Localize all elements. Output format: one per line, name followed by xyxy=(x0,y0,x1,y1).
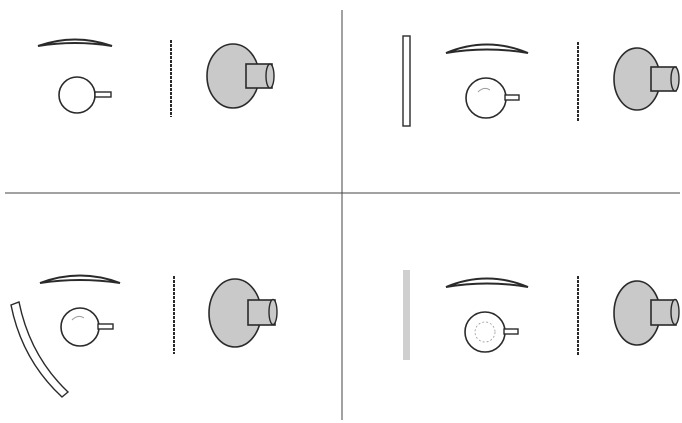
curved-screen xyxy=(11,302,68,397)
panel-top-right xyxy=(403,36,679,126)
projector-icon xyxy=(207,44,274,108)
panel-bottom-right xyxy=(403,270,679,360)
panel-top-left xyxy=(38,40,274,118)
flat-screen xyxy=(403,36,410,126)
projector-icon xyxy=(614,281,679,345)
lens-arc xyxy=(446,45,528,54)
cup-icon xyxy=(466,78,519,118)
cup-icon xyxy=(59,77,111,113)
lens-arc xyxy=(446,279,528,288)
faint-screen xyxy=(403,270,410,360)
panel-bottom-left xyxy=(11,276,277,398)
projector-icon xyxy=(209,279,277,347)
cup-icon xyxy=(61,308,113,346)
projector-icon xyxy=(614,48,679,110)
lens-arc xyxy=(40,276,120,284)
cup-icon xyxy=(465,312,518,352)
lens-arc xyxy=(38,40,112,47)
